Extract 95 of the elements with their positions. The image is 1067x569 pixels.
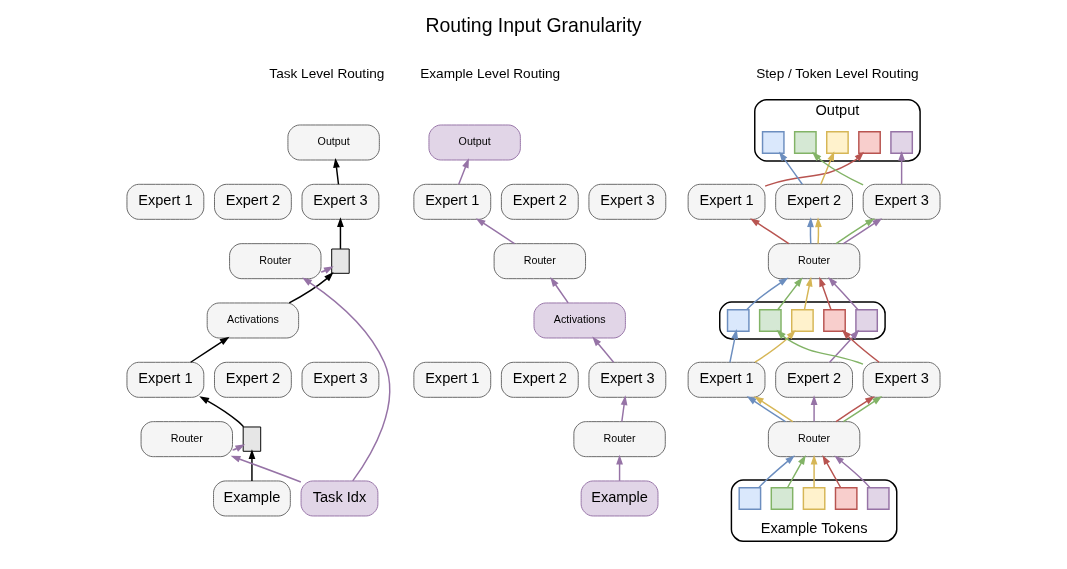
node-box — [858, 131, 881, 154]
arrow — [835, 218, 875, 245]
label: Example Level Routing — [420, 66, 561, 82]
node-box: Expert 2 — [214, 361, 292, 398]
node-box — [866, 487, 890, 510]
arrow — [333, 158, 340, 185]
arrow — [753, 396, 794, 423]
cluster: Example Tokens — [730, 479, 898, 542]
label: Task Level Routing — [269, 66, 385, 82]
node-box: Router — [229, 243, 322, 280]
node-box: Expert 3 — [588, 183, 667, 220]
arrow — [776, 329, 864, 365]
node-box: Expert 1 — [413, 183, 492, 220]
arrow — [620, 395, 628, 423]
arrow — [550, 277, 569, 304]
node-box: Output — [287, 124, 380, 161]
node-box — [738, 487, 762, 510]
arrow — [834, 455, 871, 489]
node-box: Activations — [533, 302, 626, 339]
arrow — [746, 277, 789, 311]
node-box — [890, 131, 914, 154]
arrow — [778, 151, 803, 185]
node-box: Expert 2 — [214, 183, 292, 220]
diagram-title: Routing Input Granularity — [425, 13, 642, 36]
arrow — [189, 336, 230, 363]
node-box — [793, 131, 817, 154]
arrow — [302, 277, 391, 482]
node-box — [770, 487, 794, 510]
arrow — [898, 151, 906, 185]
node-box: Expert 2 — [775, 183, 853, 220]
node-box: Expert 1 — [413, 361, 492, 398]
arrow — [811, 151, 864, 186]
arrow — [320, 266, 334, 274]
node-box: Expert 3 — [588, 361, 667, 398]
arrow — [810, 395, 818, 423]
arrow — [841, 329, 880, 363]
node-box — [855, 309, 879, 332]
node-box: Activations — [206, 302, 300, 339]
node-bar — [331, 248, 350, 274]
arrow — [475, 218, 516, 245]
node-box — [758, 309, 782, 332]
label: Step / Token Level Routing — [756, 66, 919, 82]
arrow — [828, 277, 859, 311]
arrow — [592, 336, 615, 363]
node-bar — [242, 426, 262, 452]
arrow — [777, 277, 803, 311]
arrow — [754, 329, 796, 363]
arrow — [749, 218, 790, 245]
node-box: Router — [767, 243, 861, 280]
arrow — [820, 151, 835, 185]
node-box: Expert 1 — [126, 361, 205, 398]
arrow — [842, 396, 883, 423]
arrow — [458, 158, 469, 185]
node-box: Expert 3 — [862, 361, 941, 398]
node-box: Router — [493, 243, 586, 280]
node-box: Example — [213, 480, 291, 517]
node-box — [834, 487, 858, 510]
arrow — [822, 454, 842, 489]
node-box — [791, 309, 814, 332]
node-box: Expert 3 — [301, 183, 380, 220]
node-box: Task Idx — [300, 480, 379, 517]
node-box: Expert 2 — [500, 183, 579, 220]
arrow — [248, 449, 256, 482]
arrow — [758, 455, 795, 489]
node-box — [761, 131, 785, 154]
node-box — [802, 487, 826, 510]
node-box: Example — [580, 480, 659, 517]
node-box: Router — [573, 421, 666, 458]
node-box — [726, 309, 750, 332]
arrow — [337, 217, 344, 250]
arrow — [764, 151, 864, 187]
node-box: Expert 1 — [687, 183, 766, 220]
node-box: Router — [140, 421, 233, 458]
node-box — [826, 131, 849, 154]
arrow — [842, 218, 883, 245]
arrow — [828, 329, 860, 363]
arrow — [199, 396, 245, 428]
node-box: Expert 3 — [301, 361, 380, 398]
arrow — [819, 276, 832, 311]
arrow — [230, 455, 302, 483]
arrow — [810, 454, 818, 489]
arrow — [729, 329, 739, 363]
arrow — [288, 271, 334, 304]
node-box: Expert 3 — [862, 183, 941, 220]
node-box: Expert 2 — [775, 361, 853, 398]
node-box: Expert 1 — [687, 361, 766, 398]
arrow — [803, 276, 813, 311]
arrow — [746, 396, 787, 423]
node-box: Expert 2 — [500, 361, 579, 398]
arrow — [786, 454, 806, 489]
node-box: Output — [428, 124, 521, 161]
node-box: Expert 1 — [126, 183, 205, 220]
node-box — [823, 309, 846, 332]
node-box: Router — [767, 421, 861, 458]
arrow — [835, 396, 875, 423]
